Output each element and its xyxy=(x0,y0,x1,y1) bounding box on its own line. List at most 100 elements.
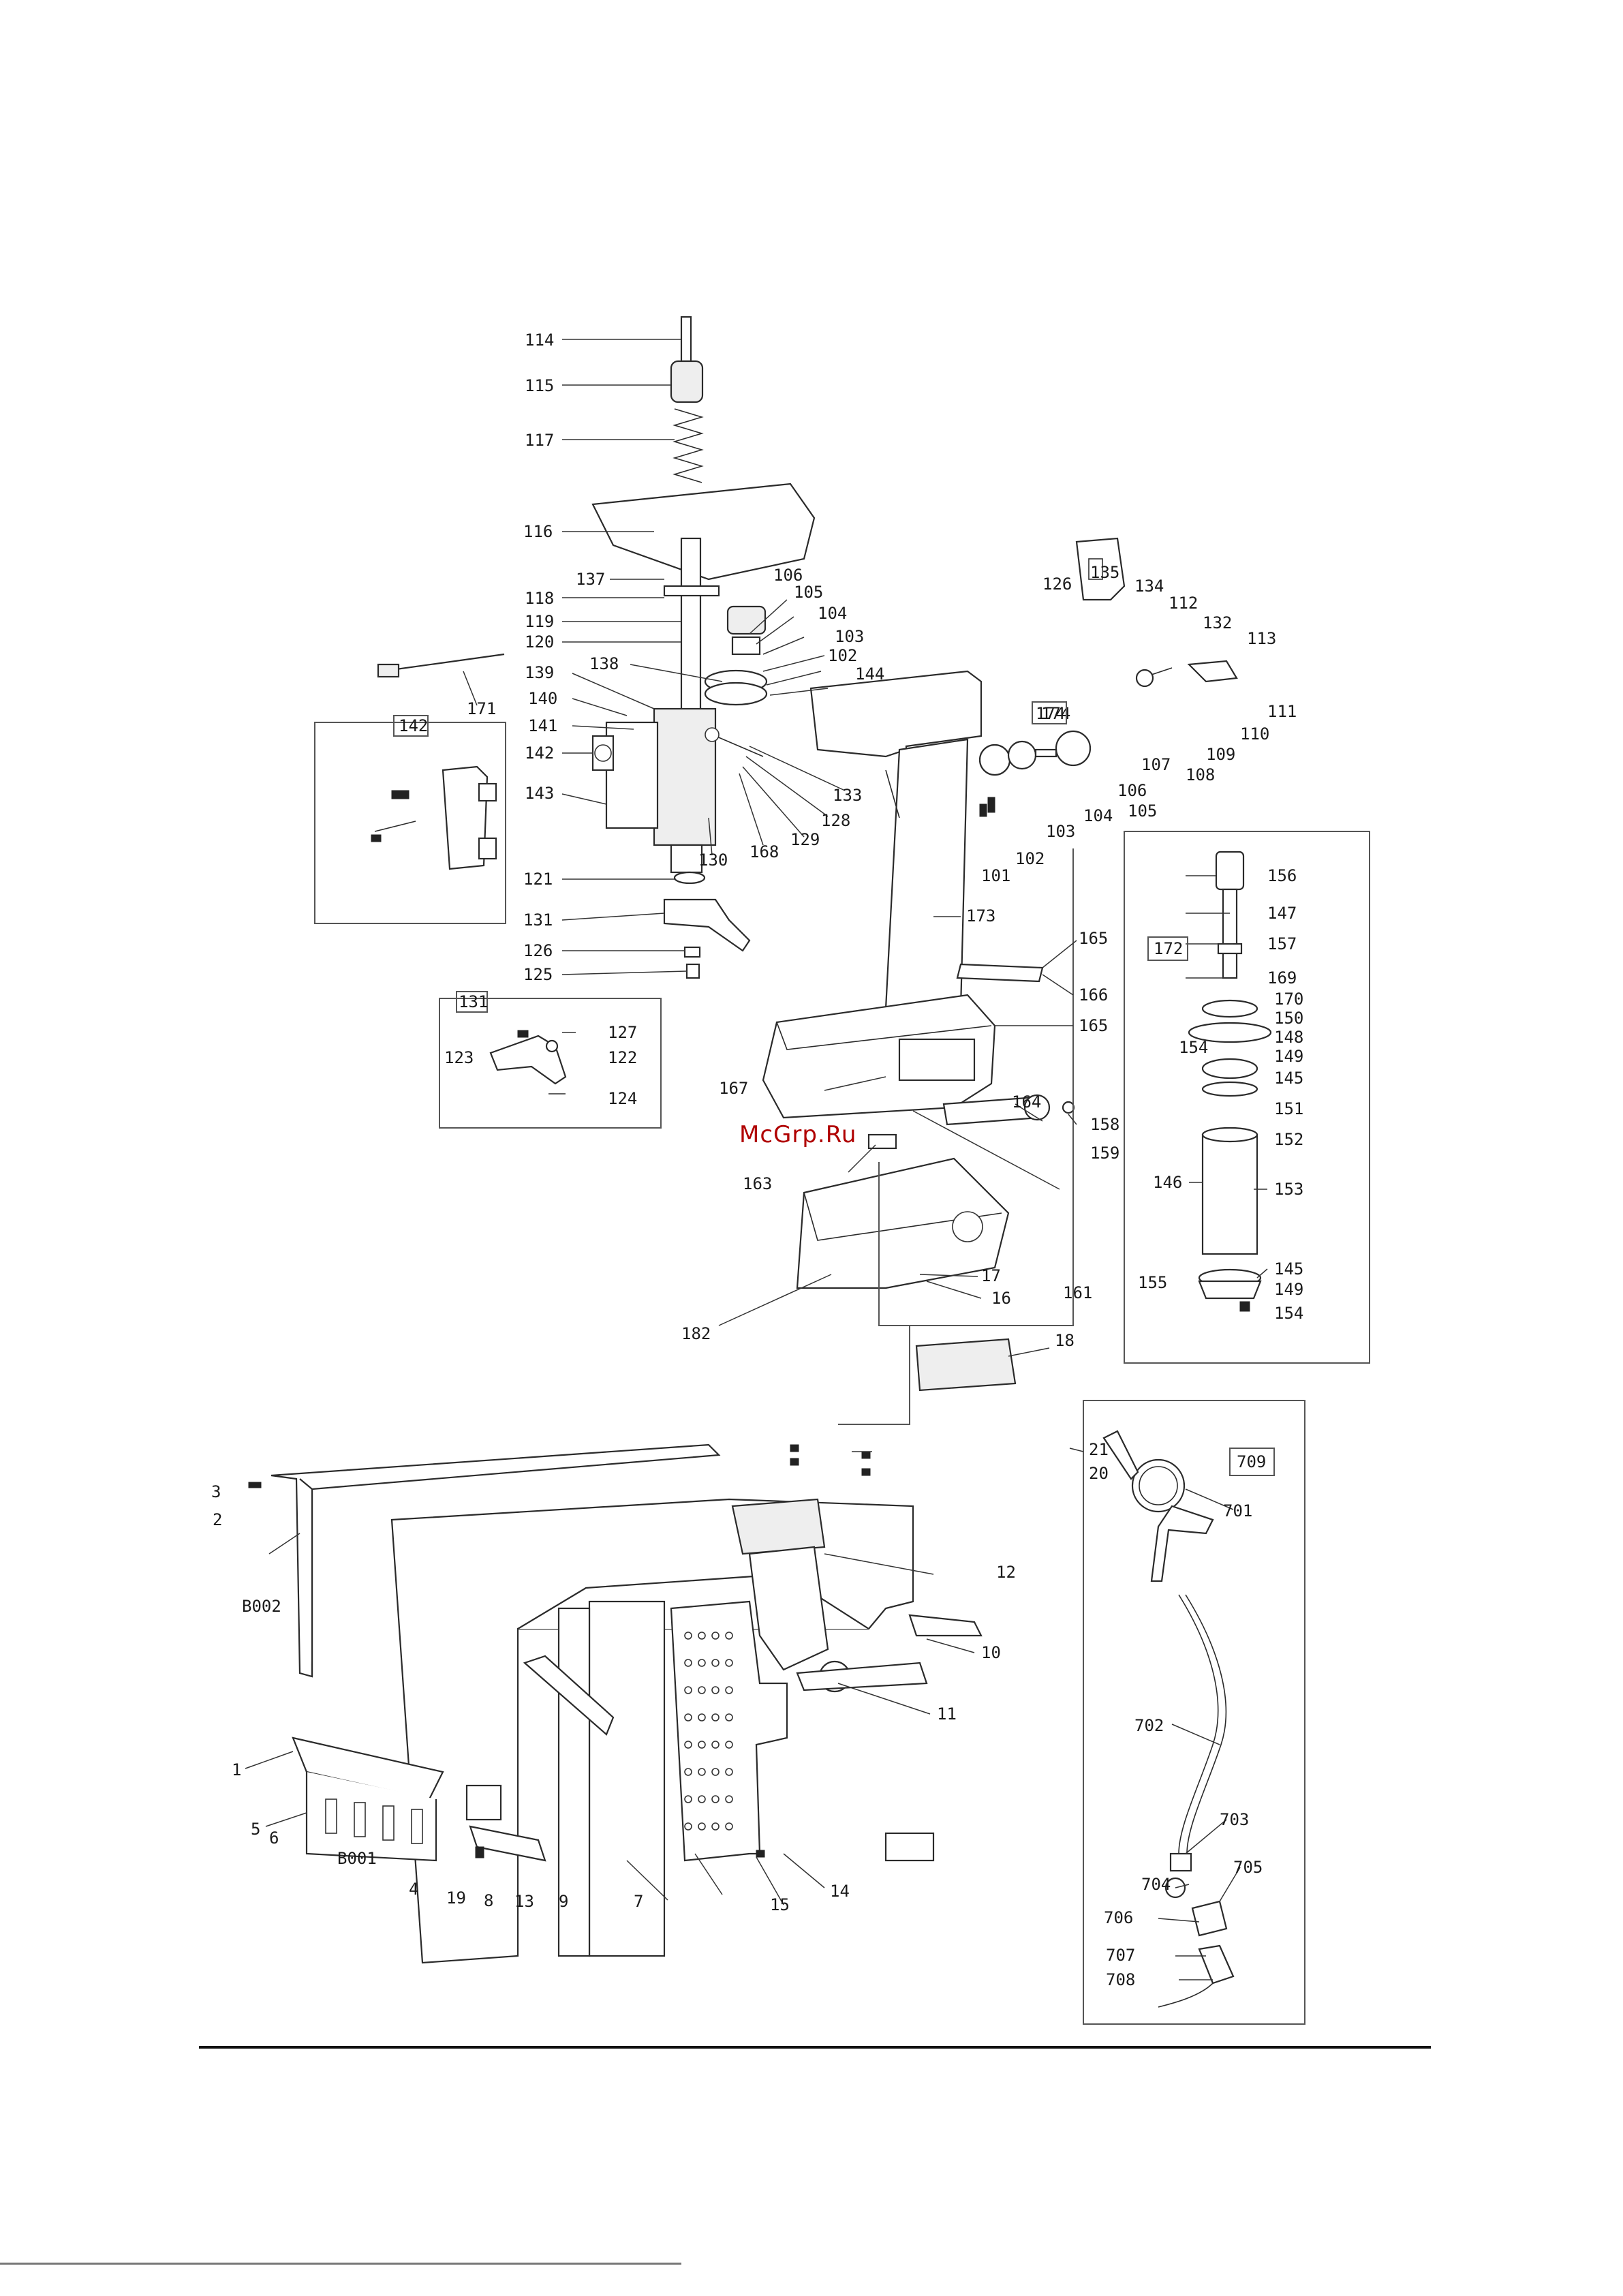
callout-label: 708 xyxy=(1106,1970,1135,1989)
callout-label: 124 xyxy=(608,1089,637,1108)
callout-label: 150 xyxy=(1274,1009,1303,1028)
callout-label: 17 xyxy=(981,1266,1001,1285)
head-assembly xyxy=(377,316,816,979)
callout-label: 154 xyxy=(1179,1038,1208,1057)
callout-label: 18 xyxy=(1055,1331,1075,1350)
callout-label: 4 xyxy=(409,1880,418,1899)
box-label-131: 131 xyxy=(459,992,488,1011)
callout-label: 12 xyxy=(996,1563,1016,1582)
callout-label: 157 xyxy=(1267,934,1297,953)
callout-label: 164 xyxy=(1012,1092,1041,1112)
callout-label: 170 xyxy=(1274,990,1303,1009)
callout-label: 15 xyxy=(770,1895,790,1914)
callout-label: 706 xyxy=(1104,1908,1133,1927)
callout-label: 149 xyxy=(1274,1047,1303,1066)
callout-label: 19 xyxy=(446,1888,466,1908)
callout-label: 156 xyxy=(1267,866,1297,885)
callout-label: 16 xyxy=(991,1289,1011,1308)
callout-label: 111 xyxy=(1267,702,1297,721)
callout-label: 158 xyxy=(1090,1115,1119,1134)
callout-label: 112 xyxy=(1169,594,1198,613)
callout-label: 125 xyxy=(523,965,553,984)
callout-label: 146 xyxy=(1153,1173,1182,1192)
leader-lines xyxy=(245,339,1268,1980)
callout-label: 159 xyxy=(1090,1144,1119,1163)
plate-holes xyxy=(684,1632,733,1831)
callout-label: 110 xyxy=(1240,724,1269,744)
callout-label: 182 xyxy=(681,1324,711,1343)
detail-172-parts xyxy=(1188,851,1272,1312)
callout-label: 5 xyxy=(251,1820,260,1839)
carriage xyxy=(762,963,1075,1392)
callout-label: 701 xyxy=(1223,1501,1252,1520)
box-label-174: 174 xyxy=(1036,704,1065,723)
callout-label: 166 xyxy=(1079,985,1108,1005)
callout-label: 103 xyxy=(835,627,864,646)
callout-label: 102 xyxy=(828,646,857,665)
callout-label: 168 xyxy=(749,842,779,861)
callout-label: 126 xyxy=(1042,575,1072,594)
callout-label: 138 xyxy=(589,654,619,673)
callout-label: 21 xyxy=(1089,1440,1109,1459)
callout-label: 102 xyxy=(1015,849,1045,868)
callout-label: 14 xyxy=(830,1882,850,1901)
callout-label: 106 xyxy=(1117,781,1147,800)
callout-label: 108 xyxy=(1186,765,1215,784)
detail-142-parts xyxy=(371,765,497,870)
callout-label: 165 xyxy=(1079,929,1108,948)
callout-label: 7 xyxy=(634,1892,643,1911)
callout-label: 167 xyxy=(719,1079,748,1098)
bottom-rule xyxy=(199,2046,1431,2049)
callout-label: 703 xyxy=(1220,1810,1249,1829)
callout-label: 115 xyxy=(525,376,554,395)
callout-label: 3 xyxy=(211,1482,221,1501)
callout-label: 120 xyxy=(525,632,554,652)
callout-label: 20 xyxy=(1089,1464,1109,1483)
callout-label: 122 xyxy=(608,1048,637,1067)
callout-label: 13 xyxy=(514,1892,534,1911)
box-label-142: 142 xyxy=(399,716,428,735)
detail-131-parts xyxy=(489,1030,567,1095)
callout-label: 140 xyxy=(528,689,557,708)
callout-label: 130 xyxy=(698,851,728,870)
inflator-assembly xyxy=(1102,1430,1235,2008)
callout-label: 101 xyxy=(981,866,1010,885)
callout-label: 129 xyxy=(790,830,820,849)
callout-label: 137 xyxy=(576,570,605,589)
callout-label: 118 xyxy=(525,589,554,608)
callout-label: 127 xyxy=(608,1023,637,1042)
callout-label: 113 xyxy=(1247,629,1276,648)
callout-label: 704 xyxy=(1141,1875,1171,1894)
callout-label: 141 xyxy=(528,716,557,735)
callout-label: 163 xyxy=(743,1174,772,1193)
callout-label: B001 xyxy=(337,1849,377,1868)
callout-label: 1 xyxy=(232,1760,241,1779)
callout-label: B002 xyxy=(242,1597,281,1616)
callout-label: 133 xyxy=(833,786,862,805)
callout-label: 106 xyxy=(773,566,803,585)
callout-label: 153 xyxy=(1274,1180,1303,1199)
callout-label: 131 xyxy=(523,910,553,930)
callout-label: 9 xyxy=(559,1892,568,1911)
callout-label: 142 xyxy=(525,744,554,763)
callout-label: 109 xyxy=(1206,745,1235,764)
callout-label: 8 xyxy=(484,1891,493,1910)
callout-label: 11 xyxy=(937,1704,957,1724)
callout-label: 128 xyxy=(821,811,850,830)
callout-label: 152 xyxy=(1274,1130,1303,1149)
boxed-labels: 142 131 172 709 174 xyxy=(393,701,1275,1476)
callout-label: 161 xyxy=(1063,1283,1092,1302)
callout-label: 132 xyxy=(1203,613,1232,632)
box-label-172: 172 xyxy=(1154,939,1183,958)
callout-label: 105 xyxy=(1128,801,1157,821)
callout-label: 2 xyxy=(213,1510,222,1529)
callout-label: 143 xyxy=(525,784,554,803)
callout-label: 135 xyxy=(1090,563,1119,582)
callout-label: 707 xyxy=(1106,1946,1135,1965)
watermark-text: McGrp.Ru xyxy=(739,1121,857,1148)
callout-label: 134 xyxy=(1134,577,1164,596)
callout-label: 104 xyxy=(818,604,847,623)
callout-label: 154 xyxy=(1274,1304,1303,1323)
callout-label: 171 xyxy=(467,699,496,718)
